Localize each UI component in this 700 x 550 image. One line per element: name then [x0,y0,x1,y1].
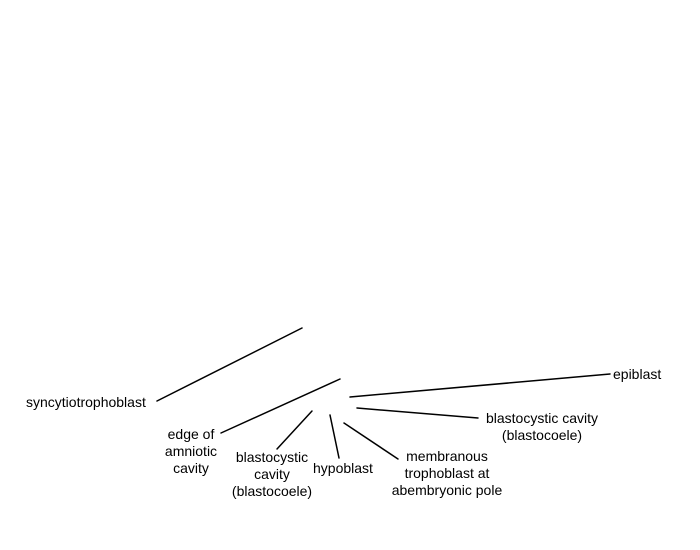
label-blastocystic-cavity-right: blastocystic cavity (blastocoele) [485,410,599,443]
leader-line-epiblast [349,373,611,398]
label-blastocystic-cavity-left: blastocystic cavity (blastocoele) [231,449,313,499]
leader-line-syncytiotrophoblast [156,327,303,402]
label-membranous-trophoblast: membranous trophoblast at abembryonic po… [391,448,503,498]
leader-line-edge-of-amniotic-cavity [220,378,341,434]
leader-line-membranous-trophoblast [343,422,399,460]
label-hypoblast: hypoblast [313,460,373,476]
label-syncytiotrophoblast: syncytiotrophoblast [26,394,146,410]
label-epiblast: epiblast [613,366,662,382]
leader-line-blastocystic-cavity-right [356,407,479,419]
leader-line-blastocystic-cavity-left [276,410,313,450]
leader-line-hypoblast [329,414,340,459]
label-edge-of-amniotic-cavity: edge of amniotic cavity [164,426,218,476]
